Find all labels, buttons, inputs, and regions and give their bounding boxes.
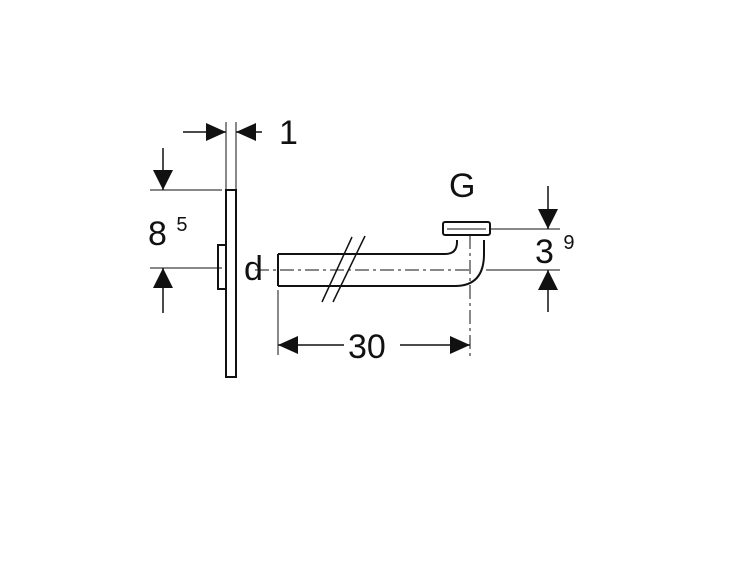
outlet-height-dimension: 3 9: [486, 186, 575, 312]
plate-height-label: 8 5: [148, 214, 188, 253]
diameter-label: d: [244, 250, 263, 288]
plate-height-main: 8: [148, 215, 167, 253]
outlet-height-label: 3 9: [535, 232, 575, 271]
plate-height-superscript: 5: [176, 214, 187, 236]
plate-thickness-dimension: 1: [183, 114, 298, 190]
thread-label: G: [449, 167, 475, 205]
pipe-length-label: 30: [348, 328, 386, 366]
outlet-height-main: 3: [535, 233, 554, 271]
outlet-pipe: [255, 235, 485, 360]
outlet-height-superscript: 9: [563, 232, 574, 254]
pipe-length-dimension: 30: [277, 290, 470, 366]
wall-plate: [217, 189, 237, 378]
plate-thickness-label: 1: [279, 114, 298, 152]
plate-height-dimension: 8 5: [148, 148, 222, 313]
threaded-nut: [442, 221, 491, 236]
